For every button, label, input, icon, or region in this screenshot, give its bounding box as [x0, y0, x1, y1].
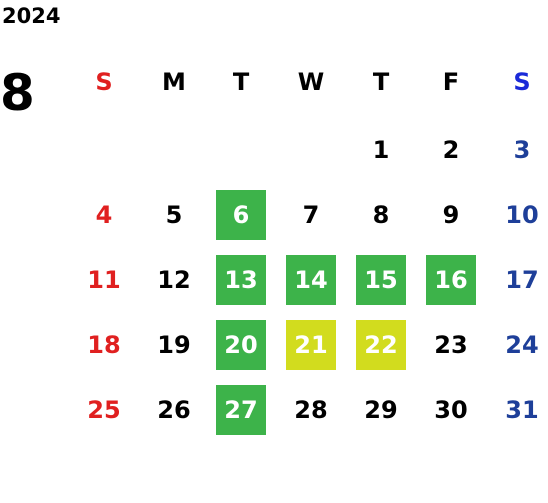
weekday-header-wed: W — [297, 68, 325, 96]
weekday-header-mon: M — [162, 68, 186, 96]
calendar-month: 8 — [0, 64, 35, 122]
day-cell-20[interactable]: 20 — [216, 320, 266, 370]
day-cell-25[interactable]: 25 — [87, 396, 121, 424]
weekday-header-sat: S — [513, 68, 531, 96]
day-cell-23[interactable]: 23 — [434, 331, 468, 359]
day-cell-11[interactable]: 11 — [87, 266, 121, 294]
weekday-header-fri: F — [442, 68, 460, 96]
day-cell-13[interactable]: 13 — [216, 255, 266, 305]
day-cell-17[interactable]: 17 — [505, 266, 539, 294]
day-cell-29[interactable]: 29 — [364, 396, 398, 424]
day-cell-12[interactable]: 12 — [157, 266, 191, 294]
day-cell-24[interactable]: 24 — [505, 331, 539, 359]
day-cell-6[interactable]: 6 — [216, 190, 266, 240]
calendar-year: 2024 — [2, 4, 61, 28]
day-cell-9[interactable]: 9 — [442, 201, 460, 229]
day-cell-27[interactable]: 27 — [216, 385, 266, 435]
day-cell-5[interactable]: 5 — [165, 201, 183, 229]
weekday-header-tue: T — [232, 68, 250, 96]
day-cell-26[interactable]: 26 — [157, 396, 191, 424]
day-cell-21[interactable]: 21 — [286, 320, 336, 370]
day-cell-4[interactable]: 4 — [95, 201, 113, 229]
day-cell-2[interactable]: 2 — [442, 136, 460, 164]
day-cell-31[interactable]: 31 — [505, 396, 539, 424]
weekday-header-sun: S — [95, 68, 113, 96]
day-cell-7[interactable]: 7 — [302, 201, 320, 229]
day-cell-3[interactable]: 3 — [513, 136, 531, 164]
weekday-header-thu: T — [372, 68, 390, 96]
day-cell-10[interactable]: 10 — [505, 201, 539, 229]
day-cell-18[interactable]: 18 — [87, 331, 121, 359]
day-cell-22[interactable]: 22 — [356, 320, 406, 370]
day-cell-19[interactable]: 19 — [157, 331, 191, 359]
day-cell-15[interactable]: 15 — [356, 255, 406, 305]
day-cell-30[interactable]: 30 — [434, 396, 468, 424]
day-cell-1[interactable]: 1 — [372, 136, 390, 164]
day-cell-14[interactable]: 14 — [286, 255, 336, 305]
day-cell-16[interactable]: 16 — [426, 255, 476, 305]
day-cell-8[interactable]: 8 — [372, 201, 390, 229]
day-cell-28[interactable]: 28 — [294, 396, 328, 424]
